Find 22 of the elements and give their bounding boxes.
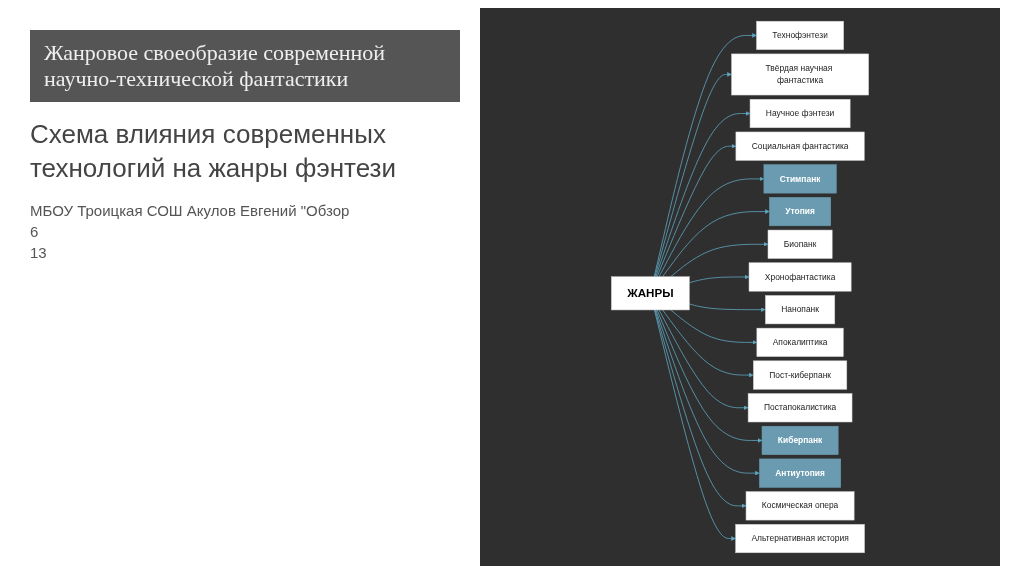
node-box: ЖАНРЫ [611, 276, 690, 311]
page-number: 6 [30, 222, 40, 240]
node-box: Хронофантастика [748, 262, 852, 292]
node-box: Альтернативная история [735, 524, 865, 554]
node-box: Твёрдая научная фантастика [731, 53, 869, 96]
page-number: 13 [30, 243, 48, 261]
node-box: Пост-киберпанк [753, 360, 848, 390]
node-box: Технофэнтези [756, 20, 844, 50]
node-box: Киберпанк [761, 425, 839, 455]
node-box: Научное фэнтези [749, 99, 851, 128]
node-box: Стимпанк [763, 164, 837, 194]
heading-banner: Жанровое своеобразие современной научно-технической фантастики [30, 30, 460, 102]
node-box: Космическая опера [745, 491, 855, 521]
node-box: Утопия [769, 197, 831, 227]
node-box: Апокалиптика [756, 327, 844, 357]
footer-note: МБОУ Троицкая СОШ Акулов Евгений "Обзор [30, 201, 351, 219]
node-box: Нанопанк [765, 295, 836, 325]
caption: Схема влияния современных технологий на жанры фэнтези [30, 118, 398, 185]
node-box: Постапокалистика [747, 393, 853, 423]
node-box: Антиутопия [759, 458, 841, 488]
node-box: Биопанк [767, 229, 833, 259]
node-box: Социальная фантастика [735, 131, 865, 161]
